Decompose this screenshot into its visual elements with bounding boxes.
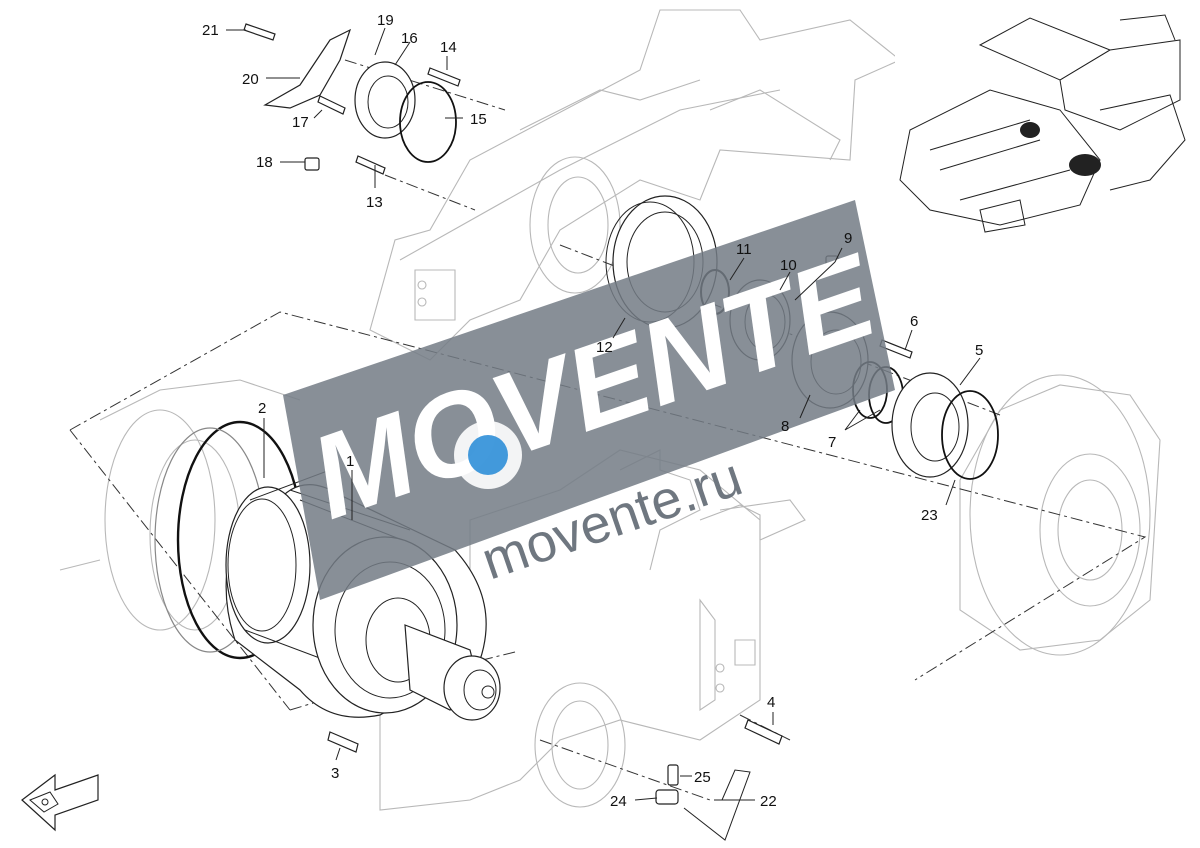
callout-12: 12 [596,339,613,356]
callout-1: 1 [346,453,354,470]
callout-21: 21 [202,22,219,39]
cover-part-16 [354,61,416,139]
callout-4: 4 [767,694,775,711]
pin-part-25 [667,764,679,786]
callout-6: 6 [910,313,918,330]
callout-labels: 1 2 3 4 5 6 7 8 9 10 11 12 13 14 15 16 1… [202,12,983,810]
machine-overview-inset [895,12,1186,237]
callout-13: 13 [366,194,383,211]
callout-16: 16 [401,30,418,47]
callout-10: 10 [780,257,797,274]
callout-22: 22 [760,793,777,810]
callout-19: 19 [377,12,394,29]
callout-15: 15 [470,111,487,128]
leader-lines [226,27,981,801]
callout-17: 17 [292,114,309,131]
callout-14: 14 [440,39,457,56]
callout-23: 23 [921,507,938,524]
orientation-arrow-icon [21,773,99,832]
watermark: MOVENTE movente.ru [283,200,895,600]
callout-3: 3 [331,765,339,782]
bolt-part-4 [744,719,783,745]
oring-part-23 [941,390,999,480]
pin-part-22 [683,769,751,841]
callout-7: 7 [828,434,836,451]
oring-part-15 [399,81,457,163]
screws-top [243,23,461,175]
callout-8: 8 [781,418,789,435]
callout-25: 25 [694,769,711,786]
callout-18: 18 [256,154,273,171]
callout-20: 20 [242,71,259,88]
bolt-part-3 [327,731,359,753]
pin-part-24 [655,789,679,805]
callout-11: 11 [736,241,752,258]
callout-5: 5 [975,342,983,359]
hub-part-5 [891,372,969,478]
callout-9: 9 [844,230,852,247]
callout-24: 24 [610,793,627,810]
bracket-part-20 [263,28,352,109]
callout-2: 2 [258,400,266,417]
